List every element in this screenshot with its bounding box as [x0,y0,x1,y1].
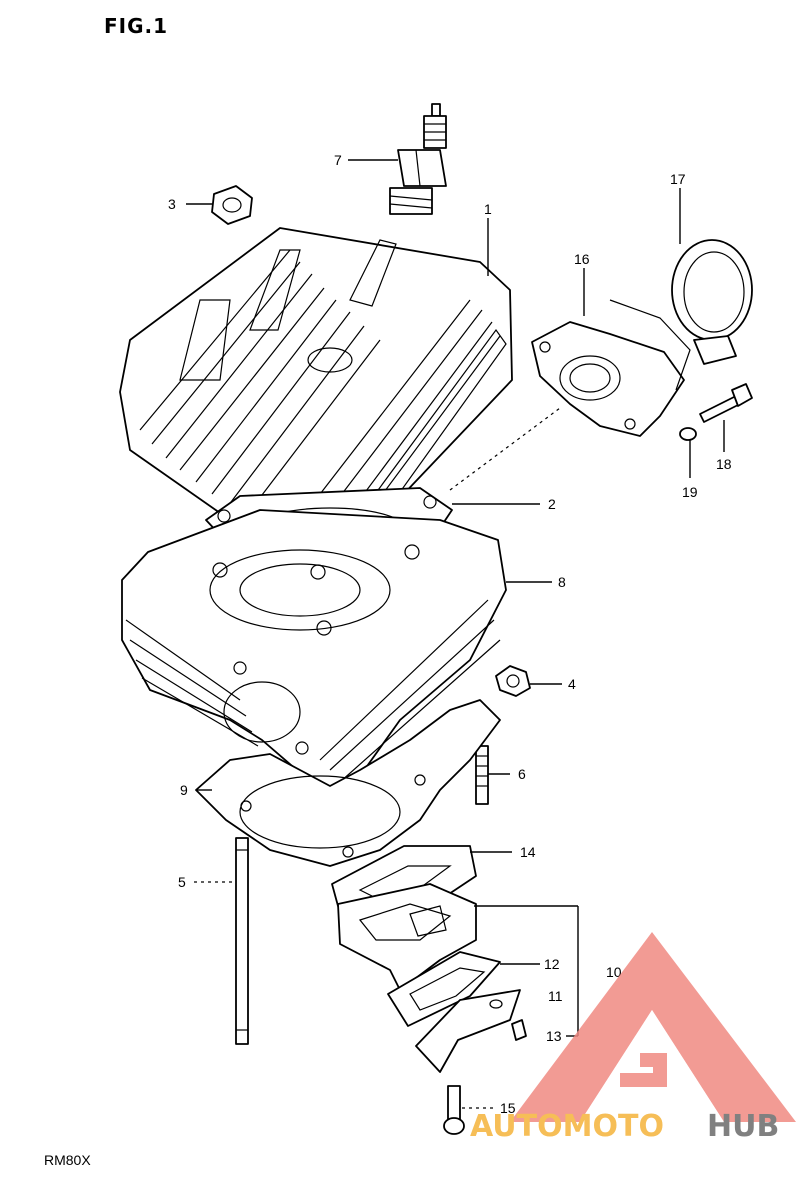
automotohub-logo: AUTOMOTO HUB [470,932,796,1144]
washer-19 [679,427,697,441]
callout-2: 2 [548,496,556,512]
callout-4: 4 [568,676,576,692]
callout-18: 18 [716,456,732,472]
callout-7: 7 [334,152,342,168]
model-code: RM80X [44,1152,91,1168]
callout-6: 6 [518,766,526,782]
callout-14: 14 [520,844,536,860]
long-stud-5 [235,837,249,1045]
cylinder [121,509,507,791]
callout-19: 19 [682,484,698,500]
callout-11: 11 [548,988,563,1004]
screw-13 [511,1019,527,1041]
reed-stopper [415,989,521,1073]
callout-17: 17 [670,171,686,187]
callout-5: 5 [178,874,186,890]
callout-9: 9 [180,782,188,798]
callout-labels: 1 2 3 4 5 6 7 8 9 10 11 12 13 14 15 16 1… [168,152,732,1116]
callout-15: 15 [500,1100,516,1116]
reed-valve-block [337,883,477,991]
base-gasket [195,699,501,867]
clamp [671,239,753,365]
callout-3: 3 [168,196,176,212]
nut-3 [211,185,253,225]
callout-8: 8 [558,574,566,590]
figure-title: FIG.1 [104,14,169,38]
callout-1: 1 [484,201,492,217]
callout-13: 13 [546,1028,562,1044]
callout-16: 16 [574,251,590,267]
logo-word-part1: AUTOMOTO [470,1109,664,1144]
callout-10: 10 [606,964,622,980]
intake-pipe [531,299,691,437]
stud-6 [475,745,489,805]
leader-lines [186,159,725,1109]
bolt-18 [699,383,753,423]
logo-triangle-shape [510,932,796,1122]
bolt-15 [443,1085,465,1135]
reed-petal [387,951,501,1027]
nut-4 [495,665,531,697]
callout-12: 12 [544,956,560,972]
cylinder-head [119,227,513,541]
logo-word-part2: HUB [707,1109,779,1144]
spark-plug [389,103,447,215]
